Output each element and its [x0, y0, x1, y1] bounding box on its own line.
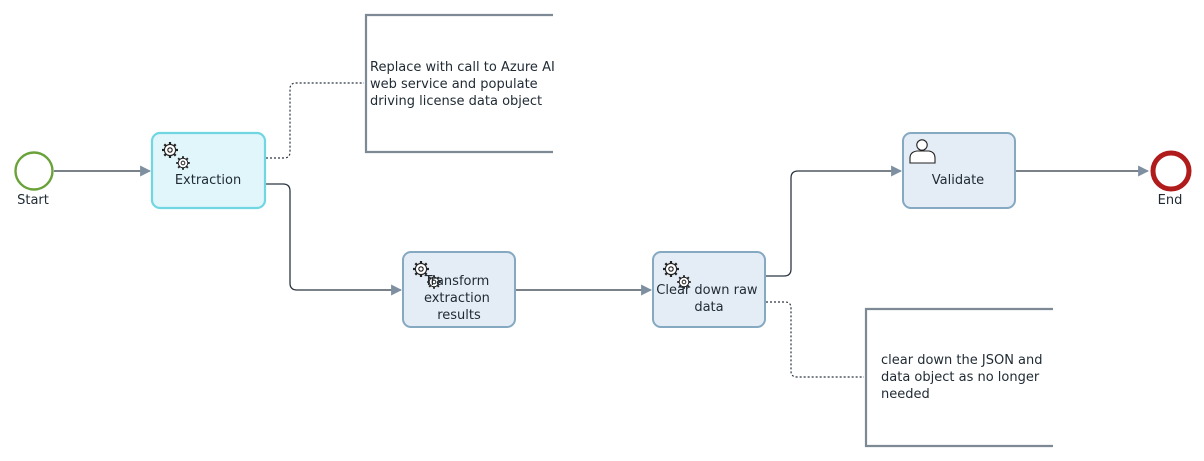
start-event-label: Start — [17, 193, 49, 208]
annotation-azure-text: Replace with call to Azure AI web servic… — [370, 60, 559, 109]
task-transform-extraction-results[interactable]: Transform extraction results — [402, 251, 516, 328]
task-transform-label: Transform extraction results — [424, 274, 494, 323]
annotation-bracket — [864, 307, 1053, 448]
association-cleardown-annotation[interactable] — [766, 301, 864, 378]
task-clear-down-raw-data[interactable]: Clear down raw data — [652, 251, 766, 328]
end-event[interactable] — [1150, 150, 1192, 192]
annotation-bracket — [364, 13, 553, 154]
text-annotation-azure[interactable]: Replace with call to Azure AI web servic… — [364, 13, 559, 154]
task-extraction-label: Extraction — [175, 173, 241, 188]
flow-cleardown-to-validate[interactable] — [765, 165, 903, 277]
task-validate-label: Validate — [932, 173, 984, 188]
annotation-json-text: clear down the JSON and data object as n… — [881, 353, 1047, 402]
user-icon — [909, 139, 936, 164]
task-extraction[interactable]: Extraction — [150, 131, 267, 210]
task-validate[interactable]: Validate — [902, 132, 1016, 209]
flow-extraction-to-transform[interactable] — [265, 183, 403, 296]
start-event[interactable] — [14, 151, 54, 191]
association-extraction-annotation[interactable] — [266, 82, 364, 159]
text-annotation-json[interactable]: clear down the JSON and data object as n… — [864, 307, 1053, 448]
end-event-label: End — [1158, 193, 1183, 208]
task-cleardown-label: Clear down raw data — [656, 283, 761, 315]
